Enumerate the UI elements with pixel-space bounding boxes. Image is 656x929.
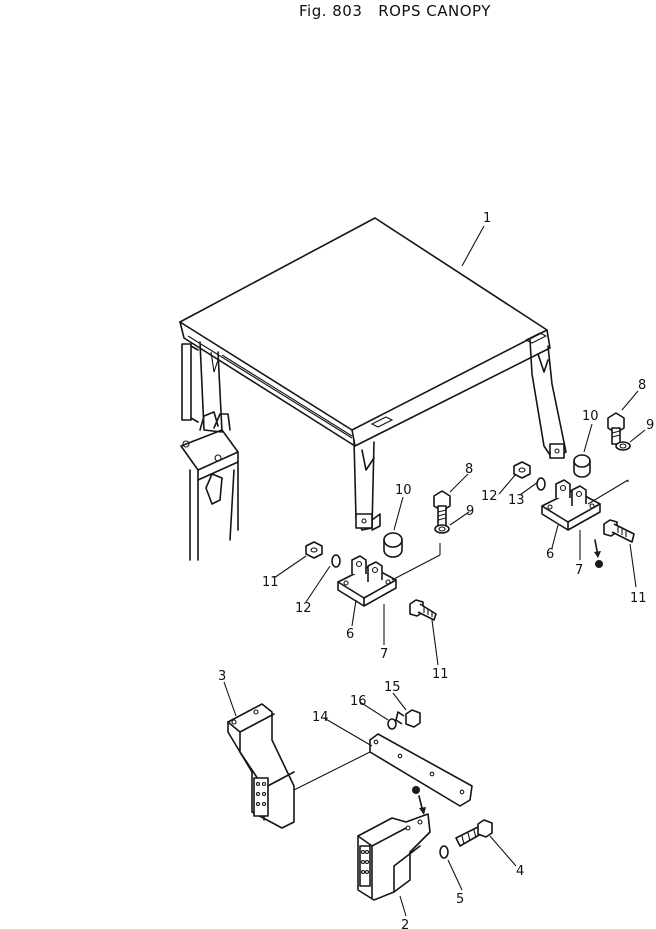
callout-16: 16	[350, 694, 367, 709]
callout-15: 15	[384, 680, 401, 695]
callout-7-left: 7	[380, 647, 388, 662]
canopy-front-right-post	[529, 339, 567, 459]
callout-13-left: 12	[295, 601, 312, 616]
washer-5	[439, 845, 449, 859]
canopy-rear-left-post	[180, 341, 239, 561]
callout-8-right: 8	[638, 378, 646, 393]
callout-5: 5	[456, 892, 464, 907]
callout-14: 14	[312, 710, 329, 725]
callout-10-left: 10	[395, 483, 412, 498]
canopy-front-left-post	[353, 439, 381, 531]
bolt-15	[395, 709, 421, 728]
nut-12-center	[513, 461, 531, 479]
spacer-10-left	[383, 532, 403, 558]
callout-4: 4	[516, 864, 524, 879]
callout-2: 2	[401, 918, 409, 929]
callout-8-left: 8	[465, 462, 473, 477]
callout-9-left: 9	[466, 504, 474, 519]
callout-labels: 1 8 9 10 12 8 9 13 10 11 12 6 7 11 6 7 1…	[218, 211, 654, 929]
washer-9-left	[434, 524, 450, 534]
canopy-roof	[179, 217, 551, 447]
callout-11-right: 11	[630, 591, 647, 606]
bracket-6-left	[337, 555, 397, 607]
callout-9-right: 9	[646, 418, 654, 433]
callout-13-center: 13	[508, 493, 525, 508]
bolt-11-left	[409, 599, 437, 621]
bracket-3	[227, 703, 295, 829]
callout-1: 1	[483, 211, 491, 226]
spacer-10-right	[573, 454, 591, 478]
bracket-6-right	[541, 479, 601, 531]
bolt-4	[455, 819, 493, 847]
nut-12-left	[305, 541, 323, 559]
plate-14	[369, 733, 473, 807]
figure-title: Fig. 803 ROPS CANOPY	[299, 2, 491, 20]
nut-small-right	[595, 560, 603, 568]
callout-11-left: 11	[432, 667, 449, 682]
washer-13-left	[331, 554, 341, 568]
arrow-right-assembly	[594, 539, 601, 558]
bolt-8-left	[433, 490, 451, 527]
washer-13-center	[536, 477, 546, 491]
nut-small-lower	[412, 786, 426, 815]
callout-12-center: 12	[481, 489, 498, 504]
bracket-2	[357, 813, 431, 901]
callout-6-left: 6	[346, 627, 354, 642]
callout-3: 3	[218, 669, 226, 684]
bolt-11-right	[603, 519, 635, 543]
washer-16	[387, 718, 397, 730]
callout-7-right: 7	[575, 563, 583, 578]
bolt-8-right	[607, 412, 625, 445]
callout-6-right: 6	[546, 547, 554, 562]
callout-12-left: 11	[262, 575, 279, 590]
washer-9-right	[615, 441, 631, 451]
leader-lines	[223, 225, 646, 917]
callout-10-right: 10	[582, 409, 599, 424]
